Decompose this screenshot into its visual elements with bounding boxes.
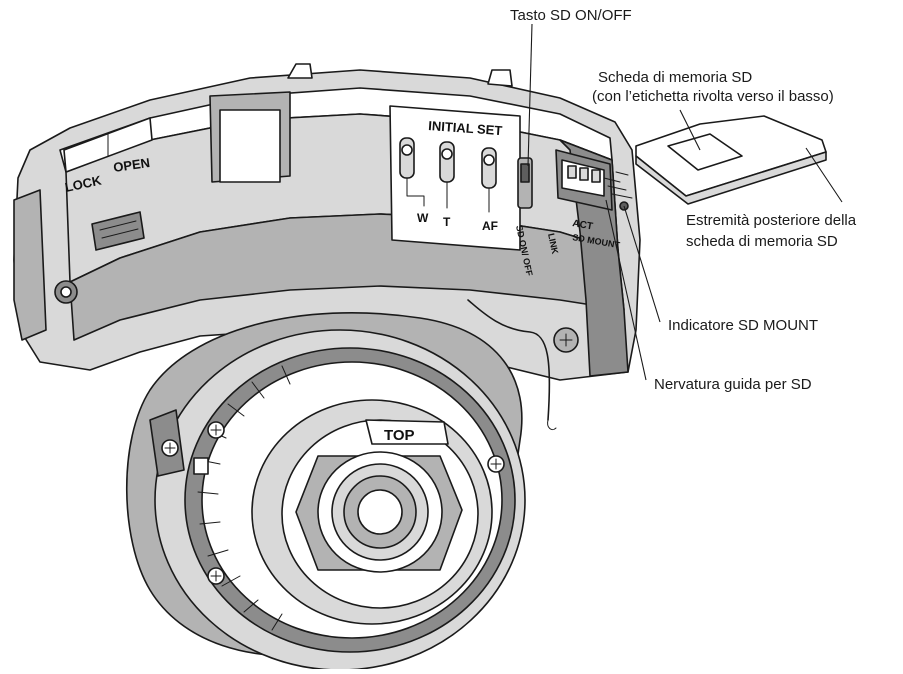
zoom-focus-adjusters [399, 137, 497, 213]
mark-t: T [443, 215, 451, 229]
label-guide-rib: Nervatura guida per SD [654, 376, 812, 393]
mark-initial-set: INITIAL SET [428, 118, 503, 138]
mark-top: TOP [384, 427, 415, 444]
mark-link: LINK [546, 232, 560, 255]
label-sd-switch: Tasto SD ON/OFF [510, 7, 632, 24]
sd-on-off-switch [517, 157, 533, 209]
lens-gimbal [126, 312, 526, 671]
leader-lines [527, 23, 843, 381]
label-sd-card-2: (con l’etichetta rivolta verso il basso) [592, 88, 834, 105]
label-sd-card-1: Scheda di memoria SD [598, 69, 752, 86]
mark-open: OPEN [112, 155, 151, 175]
label-mount-indicator: Indicatore SD MOUNT [668, 317, 818, 334]
insertion-direction-marks [603, 171, 633, 199]
leader-sd-card [679, 109, 701, 151]
camera-body [13, 63, 641, 431]
label-card-end-2: scheda di memoria SD [686, 233, 838, 250]
leader-guide-rib [605, 199, 647, 381]
leader-sd-switch [527, 23, 533, 167]
sd-memory-card [635, 115, 827, 205]
mark-act: ACT [571, 218, 593, 232]
leader-mount-indicator [623, 205, 661, 323]
mark-w: W [417, 211, 429, 225]
label-card-end-1: Estremità posteriore della [686, 212, 857, 229]
leader-card-end [805, 147, 843, 203]
mark-af: AF [482, 219, 498, 233]
callout-labels: Tasto SD ON/OFF Scheda di memoria SD (co… [510, 7, 857, 393]
sd-slot [555, 149, 629, 211]
